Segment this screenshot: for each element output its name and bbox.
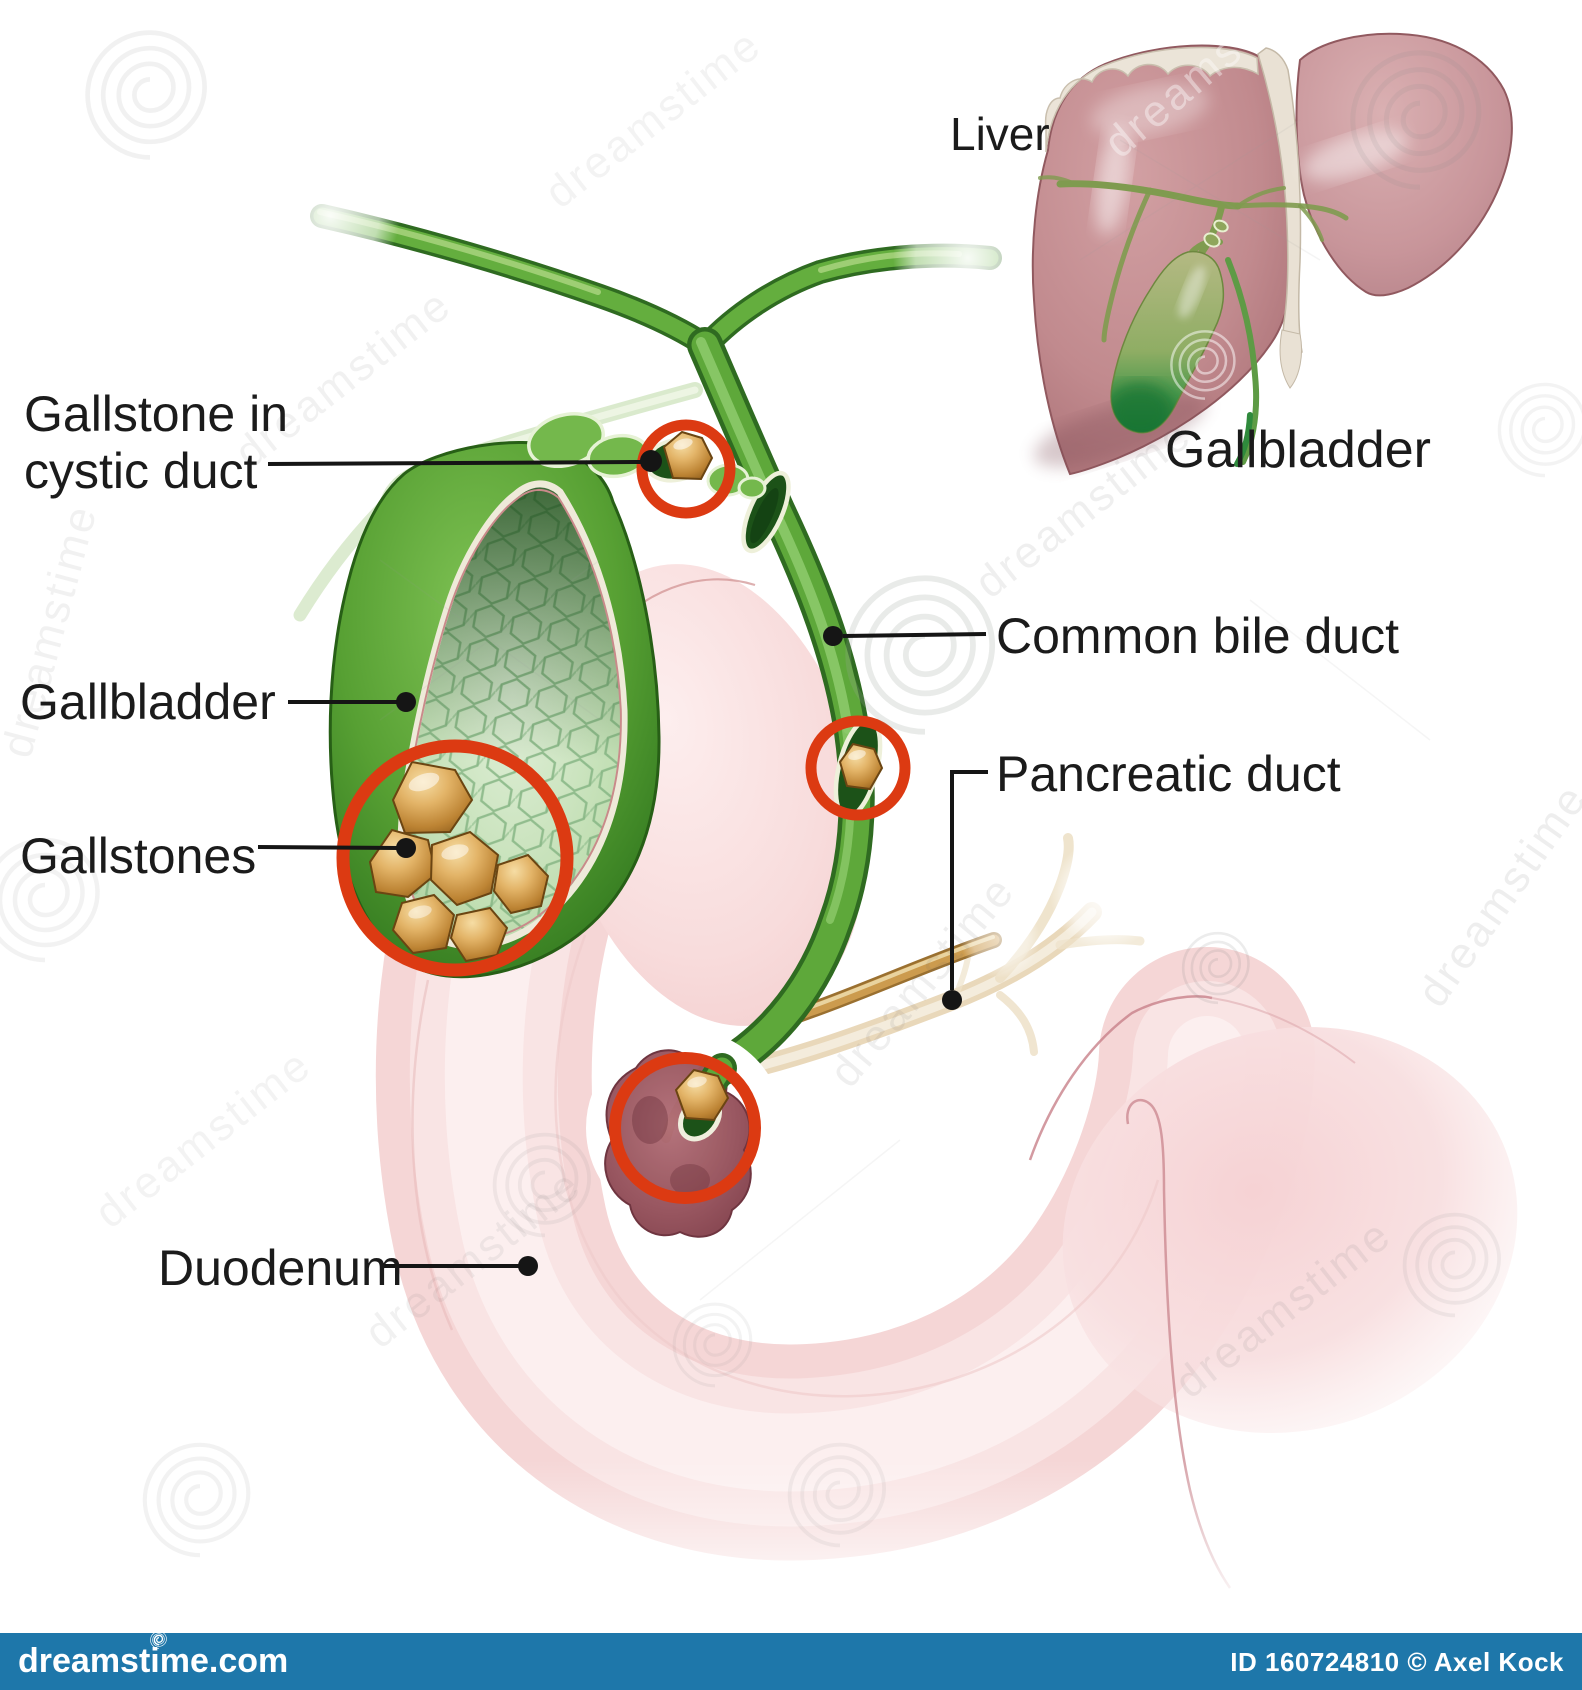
label-pancreatic-duct: Pancreatic duct: [996, 746, 1341, 802]
annotation-circle-ampulla: [609, 1052, 761, 1204]
leader-dot-pancreatic-duct: [942, 990, 962, 1010]
duodenum-crest-outline: [1028, 995, 1213, 1161]
liver-left-lobe: [1031, 44, 1295, 476]
leader-pancreatic-duct: [950, 770, 988, 990]
gallstones-cluster: [368, 760, 550, 963]
pancreatic-duct-branches: [690, 833, 1160, 1090]
leader-dot-gallbladder: [396, 692, 416, 712]
stock-footer-bar: dreamstime.com ID 160724810 © Axel Kock: [0, 1631, 1582, 1690]
annotation-circle-cystic-duct: [636, 419, 736, 519]
leader-gallstones: [257, 845, 399, 850]
right-hepatic-duct: [695, 183, 1043, 357]
left-hepatic-duct: [260, 146, 717, 357]
leader-dot-cystic-duct: [640, 450, 662, 472]
duodenum-inner-edge-line: [554, 934, 1160, 1398]
bile-duct-stone-annotation: [805, 715, 911, 821]
duodenum-crest-fade: [1211, 997, 1356, 1064]
leader-common-bile-duct: [842, 632, 987, 638]
label-gallbladder: Gallbladder: [20, 674, 276, 730]
liver-inset: [1031, 32, 1513, 476]
leader-cystic-duct: [267, 460, 643, 466]
label-inset-gallbladder: Gallbladder: [1165, 421, 1431, 479]
annotation-circle-gallstones: [336, 739, 574, 977]
label-duodenum: Duodenum: [158, 1240, 403, 1296]
duodenum-outer-edge-line: [411, 979, 454, 1331]
liver-coronary-ligament: [1044, 46, 1259, 153]
duodenum-organ: [375, 564, 1518, 1589]
leader-dot-common-bile-duct: [823, 626, 843, 646]
svg-text:dreamstime: dreamstime: [1408, 775, 1582, 1016]
label-inset-liver: Liver: [950, 108, 1050, 160]
svg-text:dreamstime: dreamstime: [86, 1039, 321, 1238]
image-credit: ID 160724810 © Axel Kock: [1230, 1647, 1564, 1677]
duodenum-right-limb: [1062, 1026, 1518, 1434]
label-gallstone-in-cystic-duct: Gallstone in cystic duct: [24, 386, 289, 499]
medical-illustration: dreamstime dreamstime dreamstime dreamst…: [0, 19, 1582, 1633]
annotation-circle-bile-duct: [805, 715, 911, 821]
inset-cystic-duct: [1225, 257, 1260, 465]
leader-dot-gallstones: [396, 838, 416, 858]
dreamstime-logo[interactable]: dreamstime.com: [18, 1642, 289, 1680]
watermark-hairlines: [379, 119, 1431, 1301]
ampulla-stone-annotation: [586, 1029, 784, 1238]
bile-duct-cut-section: [741, 470, 791, 554]
dreamstime-logo-spiral-icon: [150, 1631, 167, 1649]
leader-lines: [257, 450, 988, 1276]
label-gallstones: Gallstones: [20, 828, 257, 884]
leader-dot-duodenum: [518, 1256, 538, 1276]
label-common-bile-duct: Common bile duct: [996, 608, 1399, 664]
svg-text:dreamstime: dreamstime: [536, 19, 771, 218]
ligament-tip: [1279, 329, 1303, 389]
